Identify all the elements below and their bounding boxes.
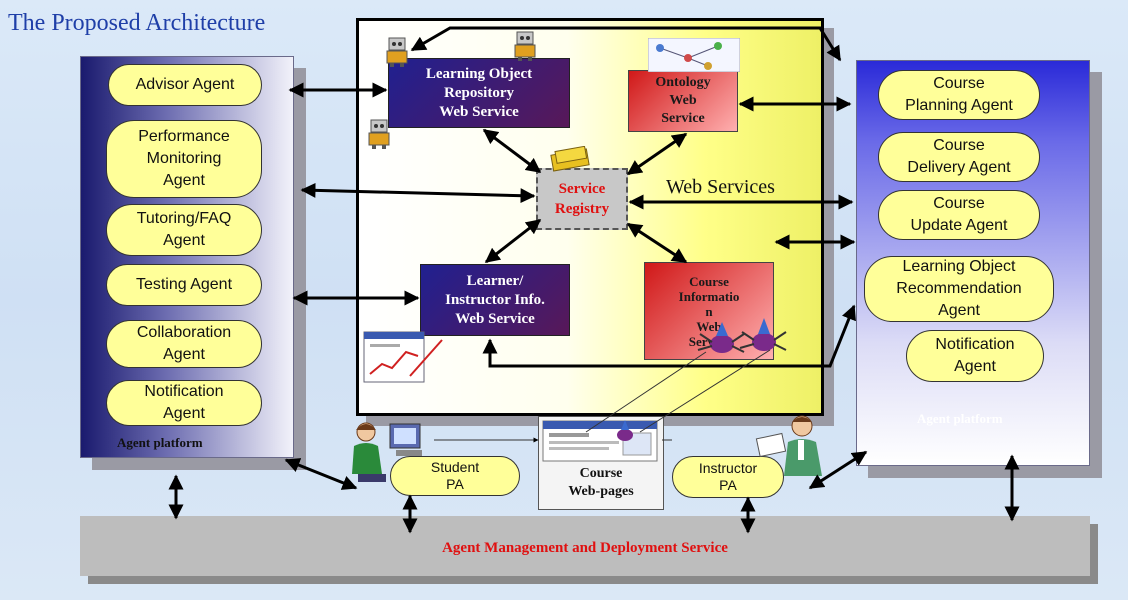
arrow-instructor-right-platform bbox=[808, 450, 868, 490]
line-spider-webpages-2 bbox=[639, 349, 771, 433]
chart-document-icon bbox=[363, 331, 443, 383]
instructor-pa: Instructor PA bbox=[672, 456, 784, 498]
left-platform-label: Agent platform bbox=[117, 435, 203, 450]
performance-monitoring-agent: Performance Monitoring Agent bbox=[106, 120, 262, 198]
diagram-title: The Proposed Architecture bbox=[8, 10, 266, 36]
student-pa: Student PA bbox=[390, 456, 520, 496]
spider-agent-icon-small bbox=[617, 420, 633, 441]
course-update-agent: Course Update Agent bbox=[878, 190, 1040, 240]
web-services-label: Web Services bbox=[666, 176, 775, 198]
arrow-lor-right-platform bbox=[410, 26, 842, 62]
learning-object-repository-web-service: Learning Object Repository Web Service bbox=[388, 58, 570, 128]
arrow-left-platform-student bbox=[284, 458, 358, 490]
webpage-screenshot-icon bbox=[542, 420, 658, 462]
tutoring-faq-agent: Tutoring/FAQ Agent bbox=[106, 204, 262, 256]
right-platform-label: Agent platform bbox=[917, 411, 1003, 426]
course-planning-agent: Course Planning Agent bbox=[878, 70, 1040, 120]
arrow-learner-right-platform bbox=[482, 304, 856, 368]
line-spider-webpages-1 bbox=[585, 351, 707, 433]
amds-label: Agent Management and Deployment Service bbox=[442, 540, 728, 556]
arrow-ontology-registry bbox=[626, 132, 688, 176]
arrow-left-registry bbox=[300, 182, 536, 204]
collaboration-agent: Collaboration Agent bbox=[106, 320, 262, 368]
arrow-registry-learner bbox=[484, 218, 542, 264]
left-notification-agent: Notification Agent bbox=[106, 380, 262, 426]
registry-book-icon bbox=[550, 146, 590, 172]
service-registry: Service Registry bbox=[536, 168, 628, 230]
learning-object-recommendation-agent: Learning Object Recommendation Agent bbox=[864, 256, 1054, 322]
course-webpages: Course Web-pages bbox=[538, 416, 664, 510]
agent-management-deployment-service: Agent Management and Deployment Service bbox=[80, 516, 1090, 576]
course-webpages-label: Course Web-pages bbox=[568, 466, 634, 499]
right-notification-agent: Notification Agent bbox=[906, 330, 1044, 382]
arrow-lor-registry bbox=[482, 128, 542, 174]
arrow-registry-course-info bbox=[626, 222, 688, 264]
robot-icon-3 bbox=[368, 119, 390, 149]
testing-agent: Testing Agent bbox=[106, 264, 262, 306]
course-delivery-agent: Course Delivery Agent bbox=[878, 132, 1040, 182]
ontology-web-service: Ontology Web Service bbox=[628, 70, 738, 132]
student-at-computer-icon bbox=[352, 422, 422, 482]
advisor-agent: Advisor Agent bbox=[108, 64, 262, 106]
robot-icon bbox=[386, 37, 408, 67]
